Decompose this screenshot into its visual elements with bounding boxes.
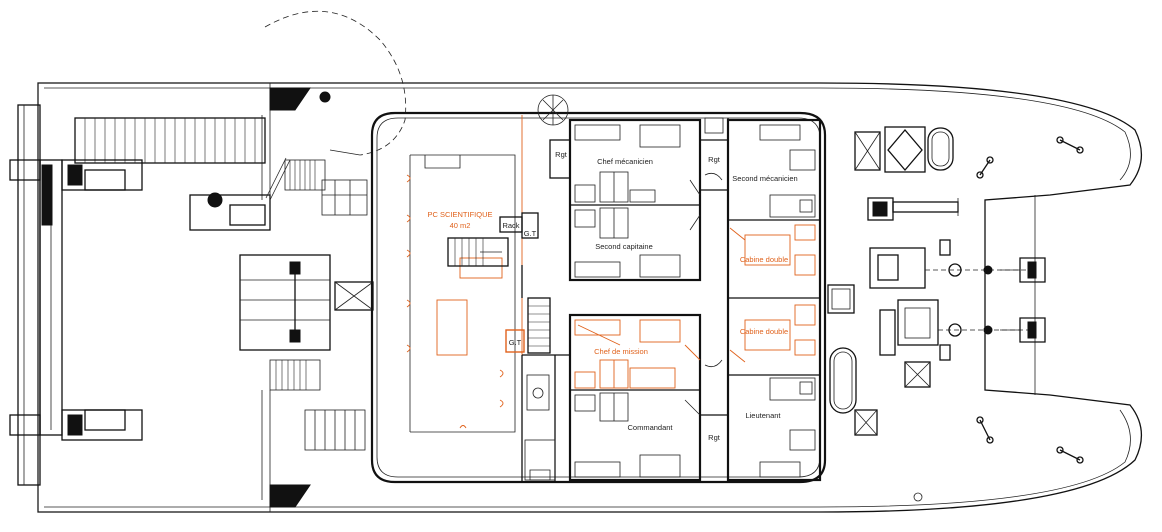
label-lieutenant: Lieutenant — [745, 411, 781, 420]
rgt-column-2 — [700, 117, 729, 482]
label-rack: Rack — [502, 221, 519, 230]
label-cabine-double-1: Cabine double — [740, 255, 788, 264]
label-second-capitaine: Second capitaine — [595, 242, 653, 251]
label-pc-scientifique: PC SCIENTIFIQUE — [427, 210, 492, 219]
windlass-assembly — [869, 239, 1035, 361]
bollards — [269, 87, 331, 508]
liferaft-oval — [829, 347, 857, 414]
crane-swing-arc — [264, 10, 407, 156]
fore-crane — [867, 197, 959, 221]
label-chef-mecanicien: Chef mécanicien — [597, 157, 653, 166]
label-second-mecanicien: Second mécanicien — [732, 174, 797, 183]
stair-aft-top — [284, 159, 326, 191]
a-frame-rail — [9, 104, 63, 486]
winch-top — [61, 159, 143, 191]
crane-base — [189, 157, 291, 231]
corridor-walls — [521, 265, 570, 482]
winch-bottom — [61, 409, 143, 441]
label-rgt-1: Rgt — [555, 150, 568, 159]
cabin-block-1 — [568, 118, 702, 282]
stair-centre — [527, 297, 551, 354]
pc-scientifique-room — [406, 115, 523, 433]
label-chef-de-mission: Chef de mission — [594, 347, 648, 356]
hatch-cross-aft — [334, 281, 374, 311]
anchor-gear — [983, 257, 1046, 343]
stair-inner — [447, 237, 509, 267]
foredeck-hatches — [854, 126, 954, 436]
reel-bottom — [304, 409, 366, 451]
gt-box-lower — [505, 329, 525, 353]
stair-aft-bottom — [269, 359, 321, 391]
label-rgt-3: Rgt — [708, 433, 721, 442]
gangway-top — [74, 117, 266, 164]
rack-box — [499, 212, 539, 239]
room-labels: PC SCIENTIFIQUE 40 m2 Rack G.T G.T Rgt R… — [427, 150, 797, 442]
hatch-square-mid — [827, 284, 855, 314]
label-cabine-double-2: Cabine double — [740, 327, 788, 336]
label-gt-upper: G.T — [524, 229, 537, 238]
label-rgt-2: Rgt — [708, 155, 721, 164]
cabin-block-3 — [726, 118, 822, 482]
hull-outline — [37, 82, 1142, 513]
winch-deck-centre — [239, 254, 331, 351]
rgt-column-1 — [537, 94, 571, 179]
fore-bollards — [913, 136, 1084, 502]
label-gt-lower: G.T — [509, 338, 522, 347]
label-pc-area: 40 m2 — [450, 221, 471, 230]
rack-top — [321, 179, 368, 216]
cabin-block-2 — [568, 313, 702, 482]
label-commandant: Commandant — [627, 423, 673, 432]
